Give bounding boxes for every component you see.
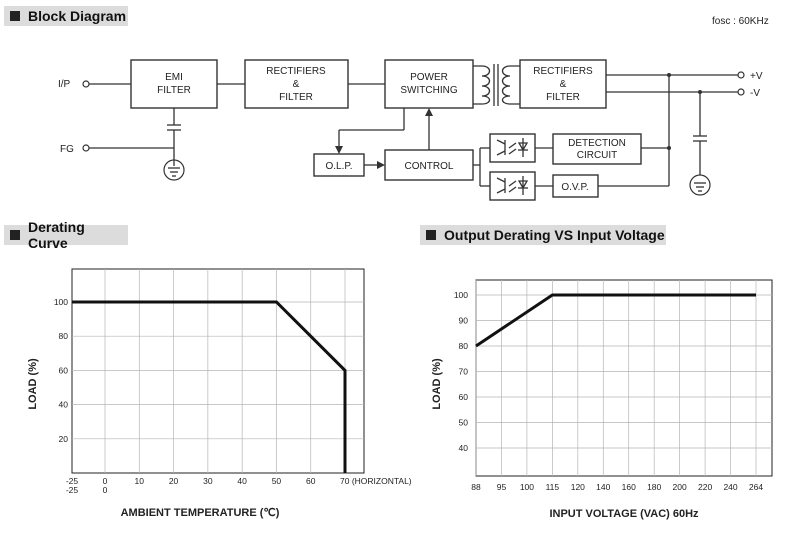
power-switching-block <box>384 59 474 109</box>
optocoupler-icon <box>489 133 536 163</box>
emi-filter-block <box>130 59 218 109</box>
rectifiers-input-line2: & <box>293 79 300 90</box>
x-tick-label: 88 <box>471 482 481 492</box>
power-switching-line2: SWITCHING <box>400 85 457 96</box>
x-tick-label: 10 <box>135 476 145 486</box>
x-tick-label: 200 <box>673 482 687 492</box>
section-title-output-derating: Output Derating VS Input Voltage <box>444 227 665 243</box>
x-tick-label: 264 <box>749 482 763 492</box>
rectifiers-input-line3: FILTER <box>279 92 313 103</box>
x-tick-label: 160 <box>622 482 636 492</box>
detection-line2: CIRCUIT <box>577 150 618 161</box>
x-tick-label: 140 <box>596 482 610 492</box>
y-tick-label: 60 <box>459 392 469 402</box>
ip-label: I/P <box>58 79 71 90</box>
vplus-label: +V <box>750 71 763 82</box>
rectifiers-output-line1: RECTIFIERS <box>533 66 593 77</box>
x-tick-label-secondary: -25 <box>66 485 79 495</box>
y-tick-label: 50 <box>459 418 469 428</box>
y-tick-label: 40 <box>59 400 69 410</box>
y-tick-label: 40 <box>459 443 469 453</box>
x-tick-label: 20 <box>169 476 179 486</box>
x-tick-label: 60 <box>306 476 316 486</box>
y-axis-label: LOAD (%) <box>431 358 443 410</box>
x-tick-label: 180 <box>647 482 661 492</box>
y-tick-label: 80 <box>59 331 69 341</box>
ground-icon <box>689 174 711 196</box>
emi-filter-line1: EMI <box>165 72 183 83</box>
derating-curve-chart: 100 80 60 40 20 -25 0 10 20 30 40 50 60 70 (HORIZONTA… <box>27 268 412 519</box>
power-switching-line1: POWER <box>410 72 448 83</box>
optocoupler-icon <box>489 171 536 201</box>
y-tick-label: 80 <box>459 341 469 351</box>
x-axis-label: INPUT VOLTAGE (VAC) 60Hz <box>549 508 699 520</box>
plot-frame <box>475 279 773 477</box>
y-tick-label: 100 <box>454 290 468 300</box>
emi-filter-line2: FILTER <box>157 85 191 96</box>
vminus-terminal-icon <box>737 88 745 96</box>
output-derating-chart: 100 90 80 70 60 50 40 88 95 100 115 120 140 160 180 200… <box>431 279 773 520</box>
control-label: CONTROL <box>405 161 454 172</box>
x-tick-label-secondary: 0 <box>103 485 108 495</box>
bullet-square-icon <box>426 230 436 240</box>
x-tick-label: 0 <box>103 476 108 486</box>
vminus-label: -V <box>750 88 760 99</box>
x-axis-label: AMBIENT TEMPERATURE (℃) <box>121 507 280 519</box>
bullet-square-icon <box>10 230 20 240</box>
x-tick-label: 50 <box>272 476 282 486</box>
x-tick-label: 95 <box>497 482 507 492</box>
transformer-icon <box>473 64 520 106</box>
x-tick-label: 30 <box>203 476 213 486</box>
y-tick-label: 90 <box>459 316 469 326</box>
x-tick-label: 220 <box>698 482 712 492</box>
x-tick-label: 70 (HORIZONTAL) <box>340 476 412 486</box>
rectifiers-output-line2: & <box>560 79 567 90</box>
vplus-terminal-icon <box>737 71 745 79</box>
section-header-block-diagram: Block Diagram <box>4 6 128 26</box>
y-tick-label: 60 <box>59 365 69 375</box>
y-tick-label: 70 <box>459 367 469 377</box>
section-header-derating-curve: Derating Curve <box>4 219 128 251</box>
fg-label: FG <box>60 144 74 155</box>
rectifiers-filter-block-output <box>519 59 607 109</box>
bullet-square-icon <box>10 11 20 21</box>
rectifiers-input-line1: RECTIFIERS <box>266 66 326 77</box>
derating-series-line <box>72 300 347 473</box>
section-title-derating-curve: Derating Curve <box>27 219 85 251</box>
ovp-label: O.V.P. <box>561 182 588 193</box>
ip-terminal-icon <box>82 80 90 88</box>
x-tick-label: 115 <box>546 482 560 492</box>
section-title-block-diagram: Block Diagram <box>28 8 127 24</box>
detection-line1: DETECTION <box>568 138 626 149</box>
plot-frame <box>71 268 365 474</box>
section-header-output-derating: Output Derating VS Input Voltage <box>420 225 666 245</box>
x-tick-label: 240 <box>723 482 737 492</box>
detection-circuit-block <box>552 133 642 165</box>
x-tick-label: 100 <box>520 482 534 492</box>
block-diagram: fosc : 60KHz I/P EMI FILTER FG RECTIFIER… <box>58 16 769 201</box>
y-tick-label: 100 <box>54 297 68 307</box>
ground-icon <box>163 159 185 181</box>
y-axis-label: LOAD (%) <box>27 358 39 410</box>
output-derating-series-line <box>475 293 756 348</box>
fosc-label: fosc : 60KHz <box>712 16 769 27</box>
rectifiers-output-line3: FILTER <box>546 92 580 103</box>
x-tick-label: 120 <box>571 482 585 492</box>
x-tick-label: 40 <box>237 476 247 486</box>
y-tick-label: 20 <box>59 434 69 444</box>
olp-label: O.L.P. <box>325 161 352 172</box>
x-tick-label: -25 <box>66 476 79 486</box>
fg-terminal-icon <box>82 144 90 152</box>
